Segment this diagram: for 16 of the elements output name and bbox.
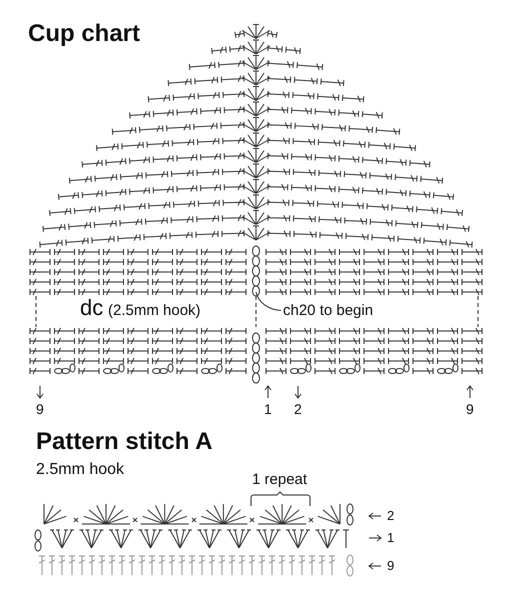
annotation-label: ch20 to begin xyxy=(283,303,374,318)
chart-heading: Pattern stitch A xyxy=(36,430,212,454)
row-number: 9 xyxy=(387,559,394,572)
chain-stitch-column xyxy=(252,246,260,384)
hook-size-label: (2.5mm hook) xyxy=(108,303,201,318)
hook-size-label: 2.5mm hook xyxy=(36,462,124,478)
row-number: 2 xyxy=(387,509,394,522)
row-number: 9 xyxy=(36,402,44,416)
row-number: 1 xyxy=(264,402,272,416)
row-number: 2 xyxy=(294,402,302,416)
row-number: 9 xyxy=(466,402,474,416)
stitch-label: dc xyxy=(80,297,104,319)
repeat-label: 1 repeat xyxy=(252,472,308,487)
chart-heading: Cup chart xyxy=(28,22,140,46)
leader-line xyxy=(256,292,282,311)
row-number: 1 xyxy=(387,531,394,544)
